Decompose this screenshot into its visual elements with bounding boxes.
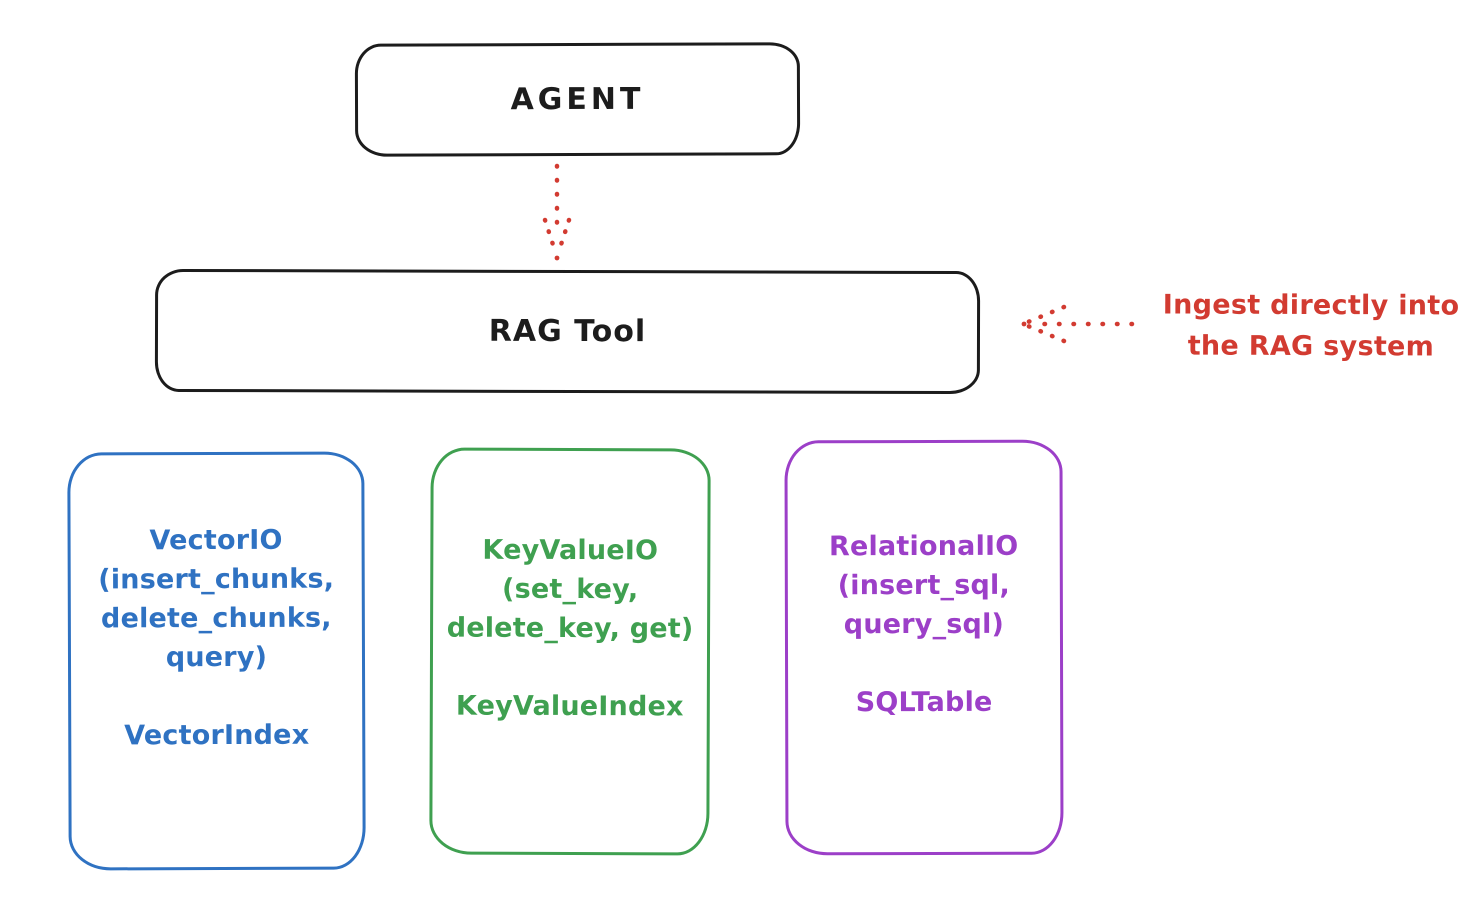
dotted-arrow-down-icon xyxy=(541,162,573,264)
vector-io-text: VectorIO (insert_chunks, delete_chunks, … xyxy=(98,524,335,752)
vector-io-node: VectorIO (insert_chunks, delete_chunks, … xyxy=(67,451,366,871)
agent-label: AGENT xyxy=(510,81,645,118)
key-value-io-text: KeyValueIO (set_key, delete_key, get) Ke… xyxy=(446,534,694,723)
agent-node: AGENT xyxy=(354,42,801,157)
rag-tool-node: RAG Tool xyxy=(154,268,981,395)
relational-io-text: RelationalIO (insert_sql, query_sql) SQL… xyxy=(828,530,1019,719)
key-value-io-node: KeyValueIO (set_key, delete_key, get) Ke… xyxy=(429,447,711,856)
ingest-annotation: Ingest directly into the RAG system xyxy=(1162,289,1460,362)
relational-io-node: RelationalIO (insert_sql, query_sql) SQL… xyxy=(784,439,1064,856)
rag-tool-label: RAG Tool xyxy=(488,313,647,350)
dotted-arrow-left-icon xyxy=(1012,300,1138,346)
